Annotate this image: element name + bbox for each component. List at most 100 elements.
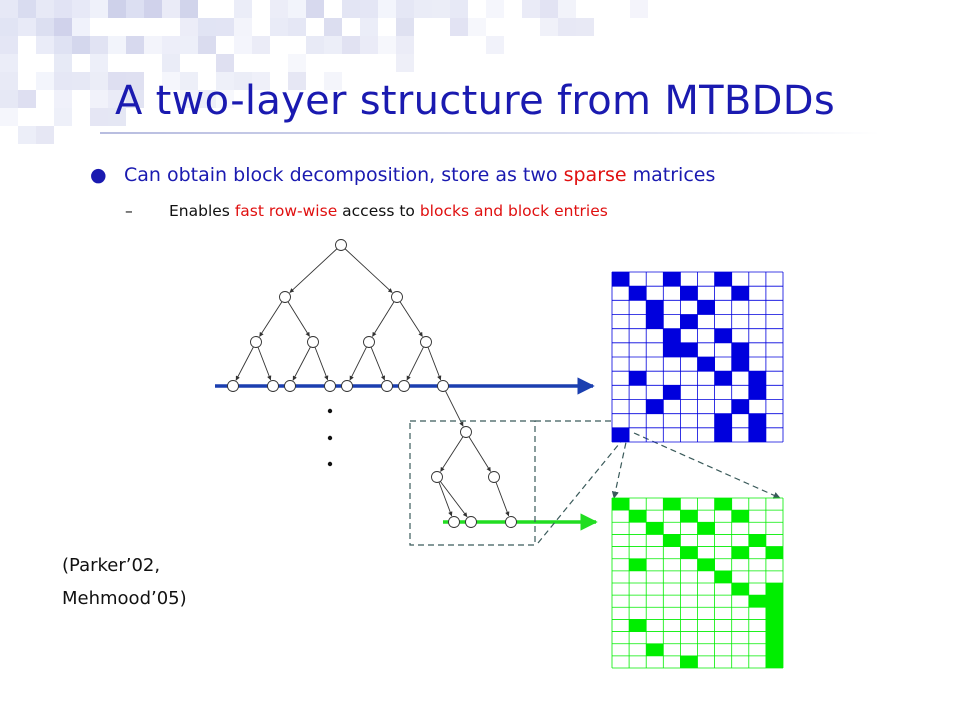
bdd-node <box>437 380 449 392</box>
matrix-filled-cell <box>680 314 698 329</box>
checker-tile <box>288 54 306 72</box>
checker-tile <box>396 36 414 54</box>
checker-tile <box>180 0 198 18</box>
matrix-filled-cell <box>646 522 664 535</box>
citation-line-1: (Parker’02, <box>62 555 161 576</box>
matrix-filled-cell <box>663 272 681 287</box>
checker-tile <box>90 36 108 54</box>
checker-tile <box>396 54 414 72</box>
bdd-node <box>279 291 291 303</box>
checker-tile <box>360 0 378 18</box>
checker-tile <box>144 36 162 54</box>
checker-tile <box>270 18 288 36</box>
bullet-dot-icon: ● <box>90 164 107 186</box>
checker-tile <box>486 36 504 54</box>
checker-tile <box>324 72 342 90</box>
checker-tile <box>288 18 306 36</box>
checker-tile <box>162 36 180 54</box>
tree-edge <box>439 481 468 518</box>
ellipsis-dot <box>327 408 333 414</box>
matrix-filled-cell <box>731 342 749 357</box>
checker-tile <box>54 72 72 90</box>
matrix-filled-cell <box>731 399 749 414</box>
checker-tile <box>36 36 54 54</box>
bdd-node <box>391 291 403 303</box>
checker-tile <box>252 36 270 54</box>
matrix-filled-cell <box>731 286 749 301</box>
checker-tile <box>0 72 18 90</box>
matrix-filled-cell <box>646 300 664 315</box>
checker-tile <box>630 0 648 18</box>
checker-tile <box>342 36 360 54</box>
checker-tile <box>0 108 18 126</box>
checker-tile <box>486 0 504 18</box>
checker-tile <box>288 72 306 90</box>
matrix-filled-cell <box>663 342 681 357</box>
checker-tile <box>54 90 72 108</box>
checker-tile <box>72 18 90 36</box>
sub-bullet-dash-icon: – <box>125 202 133 220</box>
checker-tile <box>198 18 216 36</box>
sub-bullet-text-2: access to <box>337 202 420 220</box>
bullet-point: ●Can obtain block decomposition, store a… <box>90 164 715 186</box>
checker-tile <box>0 36 18 54</box>
bullet-text-2: matrices <box>626 164 716 186</box>
ellipsis-dot <box>327 461 333 467</box>
bdd-node <box>267 380 279 392</box>
matrix-filled-cell <box>765 643 783 656</box>
tree-edge <box>257 346 272 381</box>
green-entry-matrix <box>611 497 784 669</box>
matrix-filled-cell <box>680 546 698 559</box>
checker-tile <box>162 0 180 18</box>
dashed-connector <box>633 432 781 499</box>
checker-tile <box>0 0 18 18</box>
checker-tile <box>414 0 432 18</box>
checker-tile <box>54 108 72 126</box>
checker-tile <box>126 0 144 18</box>
bdd-node <box>465 516 477 528</box>
matrix-filled-cell <box>663 534 681 547</box>
checker-tile <box>216 18 234 36</box>
checker-tile <box>558 18 576 36</box>
checker-tile <box>378 36 396 54</box>
checker-tile <box>306 0 324 18</box>
bdd-node <box>398 380 410 392</box>
checker-tile <box>234 72 252 90</box>
checker-tile <box>576 18 594 36</box>
bdd-node <box>431 471 443 483</box>
checker-tile <box>360 36 378 54</box>
matrix-filled-cell <box>714 413 732 428</box>
checker-tile <box>522 0 540 18</box>
checker-tile <box>180 72 198 90</box>
matrix-filled-cell <box>629 558 647 571</box>
title-underline <box>100 132 880 134</box>
checker-tile <box>126 36 144 54</box>
blue-block-matrix <box>611 271 784 443</box>
checker-tile <box>126 72 144 90</box>
matrix-filled-cell <box>612 498 630 511</box>
checker-tile <box>108 0 126 18</box>
checker-tile <box>360 18 378 36</box>
bdd-node <box>284 380 296 392</box>
checker-tile <box>288 0 306 18</box>
bdd-node <box>420 336 432 348</box>
checker-tile <box>18 126 36 144</box>
tree-edge <box>287 301 310 337</box>
checker-tile <box>90 72 108 90</box>
checker-tile <box>36 0 54 18</box>
tree-edge <box>344 248 393 293</box>
tree-edge <box>468 436 491 472</box>
matrix-filled-cell <box>612 427 630 442</box>
bullet-highlight-sparse: sparse <box>563 164 627 186</box>
tree-edge <box>292 346 311 381</box>
checker-tile <box>90 0 108 18</box>
tree-edge <box>349 346 367 381</box>
checker-tile <box>180 90 198 108</box>
checker-tile <box>396 18 414 36</box>
matrix-filled-cell <box>748 427 766 442</box>
checker-tile <box>234 0 252 18</box>
checker-tile <box>162 54 180 72</box>
bdd-node <box>363 336 375 348</box>
matrix-filled-cell <box>731 583 749 596</box>
